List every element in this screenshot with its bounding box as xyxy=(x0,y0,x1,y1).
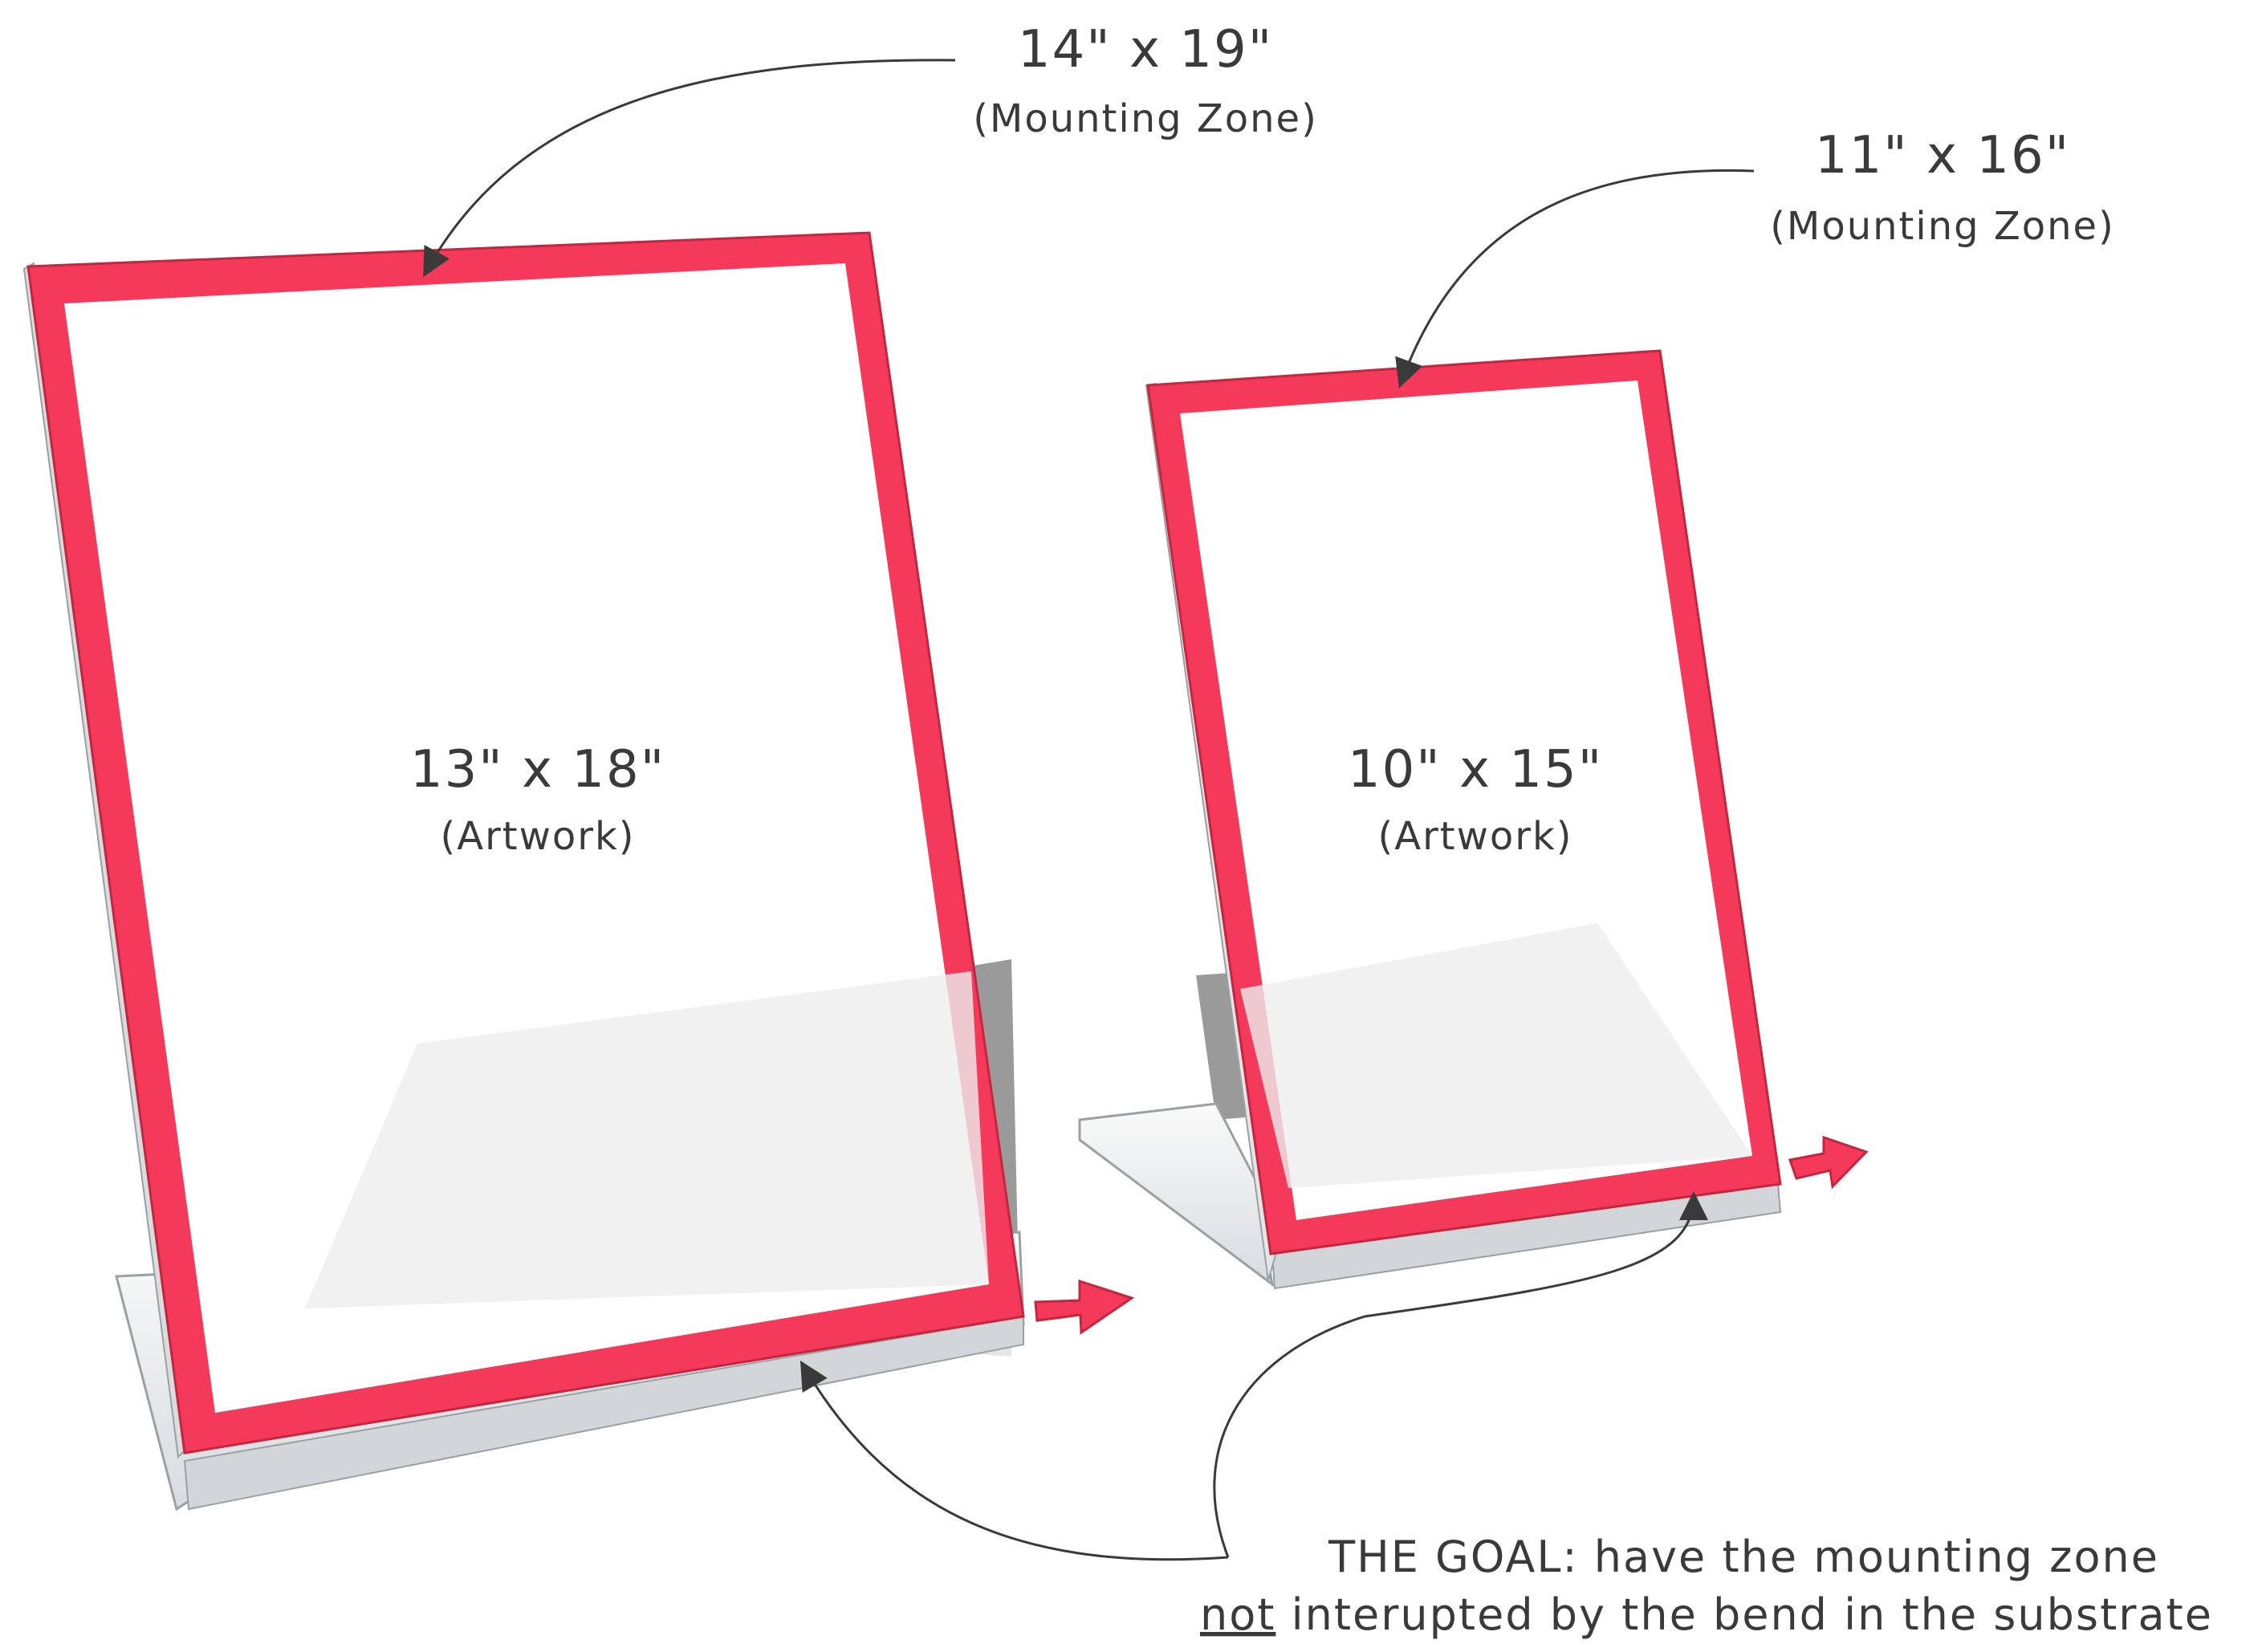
large-artwork-size: 13" x 18" xyxy=(410,740,665,800)
large-mounting-zone-label: (Mounting Zone) xyxy=(973,96,1318,141)
large-stand: 13" x 18" (Artwork) xyxy=(22,231,1135,1512)
small-artwork-size: 10" x 15" xyxy=(1348,740,1603,800)
goal-line-2: not interupted by the bend in the substr… xyxy=(1200,1589,2213,1640)
arrow-right-icon xyxy=(1034,1279,1135,1335)
large-zone-callout-arrow xyxy=(423,59,956,278)
small-artwork-reflection xyxy=(1240,923,1752,1188)
goal-to-large-arrow xyxy=(799,1360,1229,1561)
goal-line-1: THE GOAL: have the mounting zone xyxy=(1328,1532,2159,1582)
goal-line-2-rest: interupted by the bend in the substrate xyxy=(1275,1589,2213,1640)
large-artwork-label: (Artwork) xyxy=(441,814,636,859)
goal-to-small-arrow xyxy=(1213,1191,1708,1558)
large-artwork-reflection xyxy=(305,971,989,1308)
small-zone-callout-arrow xyxy=(1395,169,1755,389)
small-artwork-label: (Artwork) xyxy=(1378,814,1573,859)
large-mounting-zone-size: 14" x 19" xyxy=(1018,20,1273,79)
small-stand: 10" x 15" (Artwork) xyxy=(1078,349,1869,1290)
small-mounting-zone-label: (Mounting Zone) xyxy=(1770,204,2115,249)
small-stand-base xyxy=(1078,1102,1275,1288)
goal-not-word: not xyxy=(1200,1589,1275,1640)
arrow-right-icon xyxy=(1788,1135,1869,1190)
small-mounting-zone-size: 11" x 16" xyxy=(1815,126,2070,185)
callouts xyxy=(423,59,1755,1561)
